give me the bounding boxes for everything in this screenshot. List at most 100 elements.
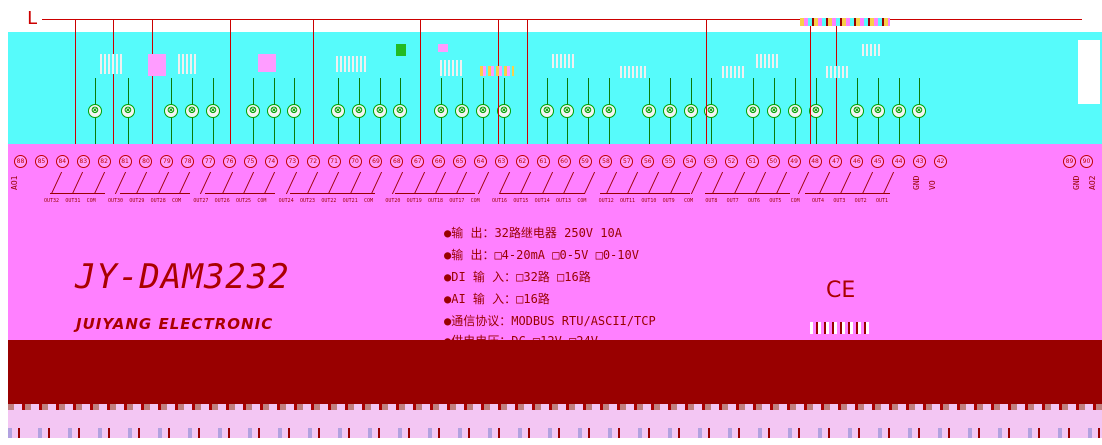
indicator-lamp: ⊗ [642,104,656,118]
terminal-77: 77 [202,155,216,168]
spec-bullet: ● [444,334,452,348]
terminal-68: 68 [390,155,404,168]
output-label: OUT27 [193,198,209,204]
indicator-lamp: ⊗ [455,104,469,118]
common-bus-line [805,193,890,194]
indicator-lamp: ⊗ [767,104,781,118]
output-label: OUT22 [321,198,337,204]
output-label: OUT18 [428,198,444,204]
label-glyph-block [862,44,880,56]
output-label: OUT31 [65,198,81,204]
output-label: OUT1 [876,198,889,204]
terminal-64: 64 [474,155,487,168]
terminal-band [8,144,1102,340]
rail-drop-line [420,19,421,144]
indicator-lamp: ⊗ [497,104,511,118]
common-bus-line [205,193,275,194]
indicator-lamp: ⊗ [704,104,718,118]
rail-drop-line [498,19,499,144]
output-label: OUT14 [534,198,550,204]
indicator-lamp: ⊗ [871,104,885,118]
output-label: OUT19 [406,198,422,204]
spec-bullet: ● [444,248,452,262]
output-label: COM [172,198,182,204]
output-label: OUT3 [833,198,846,204]
spec-bullet: ● [444,226,452,240]
terminal-44: 44 [892,155,906,168]
spec-text: DI 输 入：□32路 □16路 [451,270,591,284]
label-glyph-block [336,56,366,72]
terminal-61: 61 [536,155,550,168]
terminal-48: 48 [808,155,822,168]
spec-text: 供电电压：DC □12V □24V [451,334,598,348]
terminal-79: 79 [160,155,174,168]
l-rail-line [42,19,1082,20]
green-marker [396,44,406,56]
indicator-lamp: ⊗ [185,104,199,118]
output-label: OUT6 [748,198,761,204]
output-label: OUT32 [44,198,60,204]
output-label: OUT26 [214,198,230,204]
terminal-73: 73 [285,155,299,168]
common-bus-line [290,193,375,194]
indicator-lamp: ⊗ [850,104,864,118]
label-glyph-block [178,54,198,74]
indicator-lamp: ⊗ [540,104,554,118]
output-label: OUT12 [598,198,614,204]
output-label: OUT10 [641,198,657,204]
rail-drop-line [152,19,153,144]
spec-text: AI 输 入：□16路 [451,292,550,306]
indicator-lamp: ⊗ [476,104,490,118]
indicator-lamp: ⊗ [267,104,281,118]
indicator-band [8,32,1102,144]
common-bus-line [50,193,105,194]
common-bus-line [600,193,690,194]
terminal-76: 76 [223,155,237,168]
terminal-62: 62 [515,155,529,168]
ao2-label: AO2 [1088,175,1097,190]
rail-drop-line [527,19,528,144]
spec-line-2: ●输 出：□4-20mA □0-5V □0-10V [444,246,639,263]
terminal-65: 65 [453,155,467,168]
label-glyph-block [826,66,848,78]
common-bus-line [500,193,585,194]
terminal-81: 81 [118,155,132,168]
terminal-51: 51 [745,155,759,168]
terminal-70: 70 [348,155,362,168]
terminal-85: 85 [34,155,48,168]
rail-label: L [27,8,38,29]
terminal-71: 71 [327,155,341,168]
common-bus-line [705,193,790,194]
output-label: OUT24 [278,198,294,204]
terminal-55: 55 [662,155,676,168]
indicator-lamp: ⊗ [88,104,102,118]
output-label: OUT16 [492,198,508,204]
terminal-60: 60 [557,155,571,168]
indicator-lamp: ⊗ [373,104,387,118]
label-glyph-block [440,60,464,76]
indicator-lamp: ⊗ [892,104,906,118]
iso-mark [810,322,870,334]
output-label: OUT30 [108,198,124,204]
indicator-lamp: ⊗ [434,104,448,118]
spec-text: 通信协议：MODBUS RTU/ASCII/TCP [451,314,656,328]
model-name: JY-DAM3232 [75,257,290,297]
terminal-49: 49 [787,155,801,168]
spec-text: 输 出：□4-20mA □0-5V □0-10V [451,248,639,262]
terminal-78: 78 [181,155,195,168]
footer-noise [8,428,1102,438]
terminal-88: 88 [14,155,27,168]
footer-noise [8,404,1102,410]
vo-label: VO [928,180,937,190]
gnd-label-mid: GND [912,175,921,190]
terminal-83: 83 [76,155,90,168]
output-label: COM [364,198,374,204]
header-noise [800,18,890,26]
output-label: COM [470,198,480,204]
indicator-lamp: ⊗ [581,104,595,118]
output-label: COM [86,198,96,204]
label-glyph-block [620,66,646,78]
terminal-46: 46 [850,155,864,168]
indicator-lamp: ⊗ [560,104,574,118]
rail-drop-line [75,19,76,144]
